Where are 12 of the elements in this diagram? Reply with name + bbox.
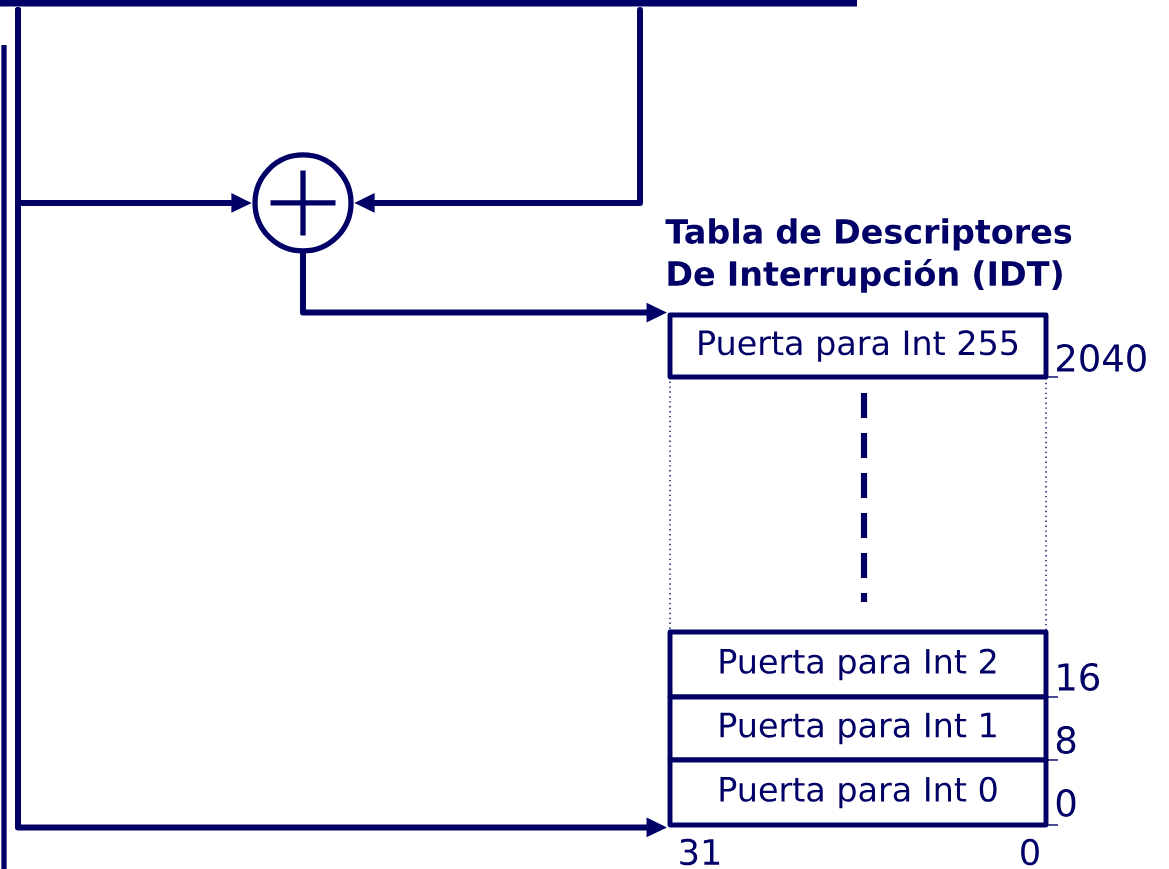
adder-symbol <box>252 152 354 254</box>
gate-entry: Puerta para Int 2 <box>667 629 1049 700</box>
bit-number: 31 <box>680 838 720 866</box>
offset-label: 2040 <box>1057 344 1146 372</box>
gate-entry: Puerta para Int 0 <box>667 757 1049 828</box>
offset-label: 0 <box>1056 789 1076 817</box>
bit-number: 0 <box>1021 838 1039 866</box>
gate-entry: Puerta para Int 1 <box>667 694 1049 763</box>
offset-label: 8 <box>1056 726 1076 754</box>
offset-label: 16 <box>1058 663 1099 691</box>
gate-entry: Puerta para Int 255 <box>667 312 1049 380</box>
table-heading: Tabla de Descriptores De Interrupción (IDT) <box>665 218 1072 293</box>
